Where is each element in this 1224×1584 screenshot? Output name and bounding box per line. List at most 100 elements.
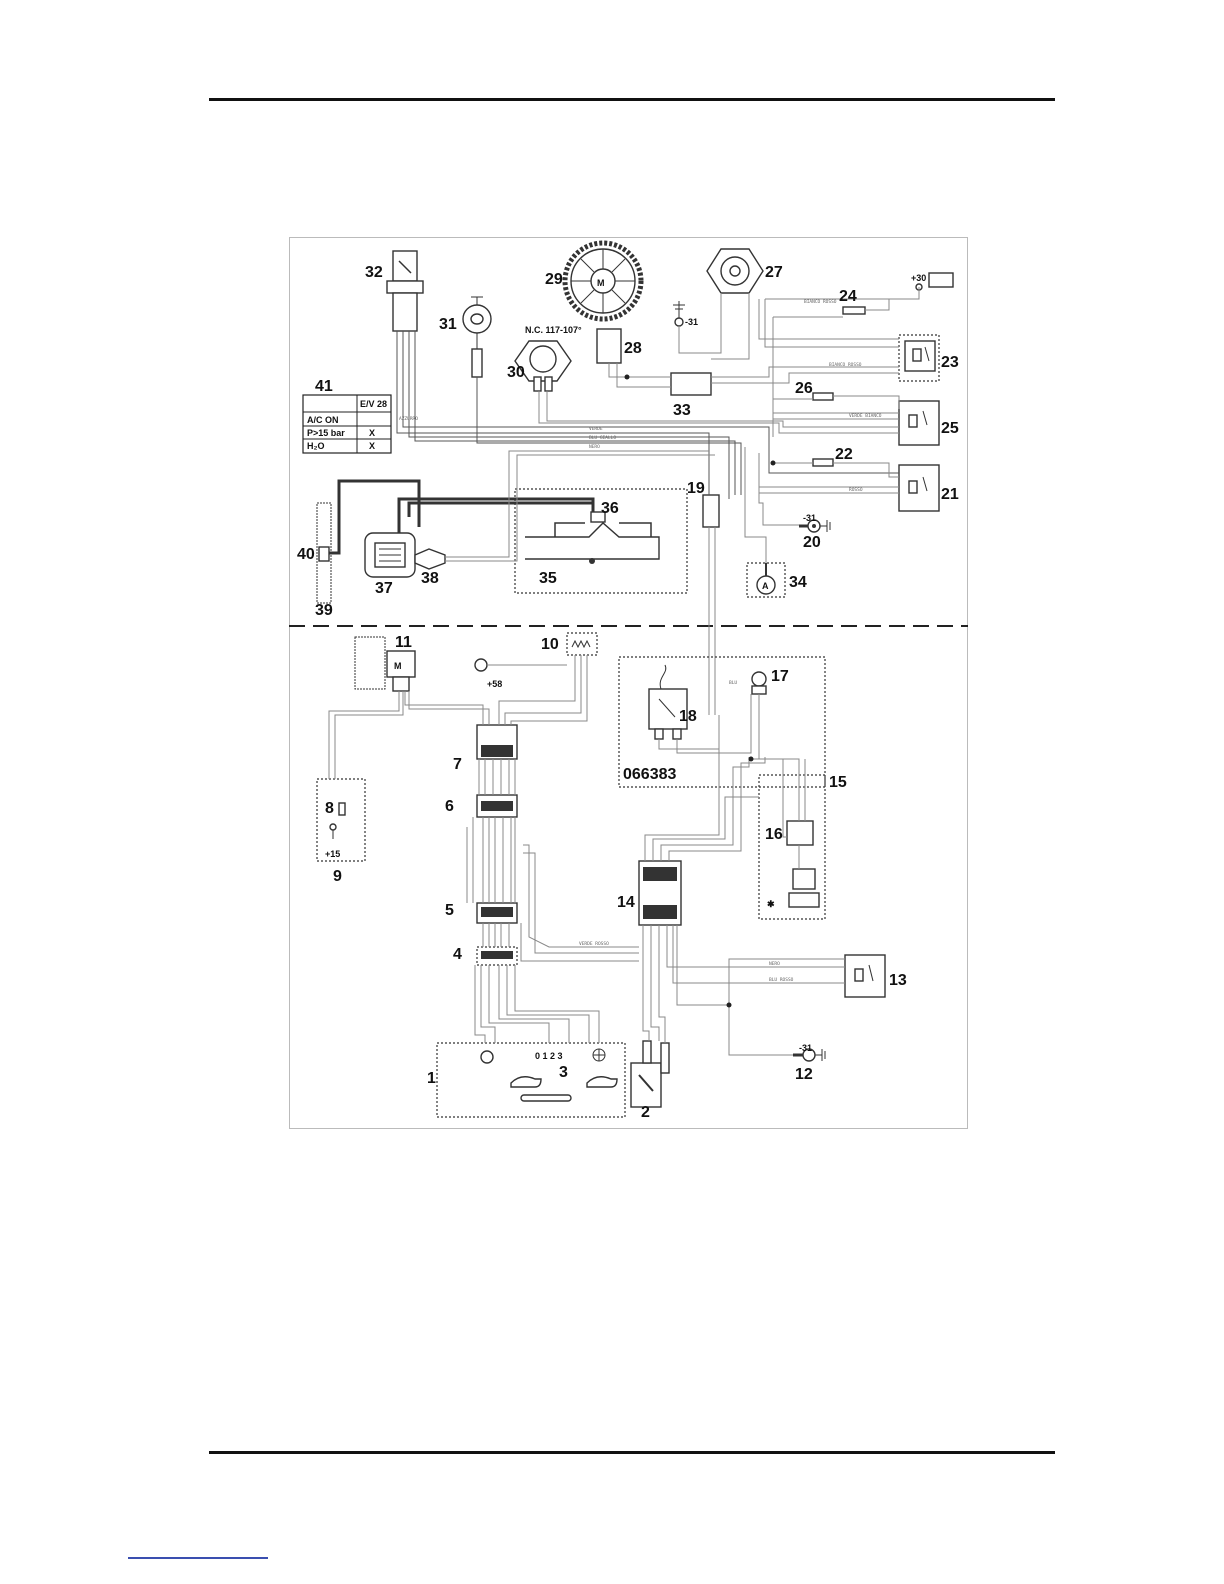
label-9: 9 [333,868,342,885]
table-41-row-1: A/C ON [307,415,339,425]
label-35: 35 [539,570,557,587]
sensor-31 [462,296,492,378]
wire-label-7: ROSSO [849,487,863,493]
connector-28 [596,328,622,364]
label-17: 17 [771,668,789,685]
label-34: 34 [789,574,807,591]
label-18: 18 [679,708,697,725]
svg-text:M: M [394,661,402,671]
wire-label-9: NERO [769,961,780,967]
label-fan-speeds: 0 1 2 3 [535,1051,563,1061]
table-41-row-3: H₂O [307,441,325,451]
relay-13 [844,954,886,998]
ammeter-34 [746,562,786,598]
wire-label-10: BLU ROSSO [769,977,794,983]
wire-label-8: VERDE ROSSO [579,941,609,947]
label-38: 38 [421,570,439,587]
label-28: 28 [624,340,642,357]
ground-20 [799,519,831,533]
connector-7 [476,724,518,760]
header-rule [209,98,1055,101]
label-39: 39 [315,602,333,619]
label-24: 24 [839,288,857,305]
group-15: ✱ [758,774,826,920]
wire-label-1: VERDE [589,426,603,432]
valve-36 [590,511,606,523]
relay-21 [898,464,940,512]
resistor-10 [566,632,598,656]
table-41: E/V 28 A/C ON P>15 bar H₂O X X [302,394,392,454]
svg-text:M: M [597,278,605,288]
bottom-wiring [328,655,845,1056]
wire-label-2: NERO [589,444,600,450]
wire-label-5: BIANCO ROSSO [804,299,837,305]
wire-label-6: VERDE BIANCO [849,413,882,419]
wire-label-3: BLU GIALLO [589,435,616,441]
control-panel-1 [436,1042,626,1118]
label-lights: +58 [487,679,502,689]
footer-link-underline[interactable] [128,1557,268,1559]
label-30: 30 [507,364,525,381]
label-33: 33 [673,402,691,419]
wire-label-12: AZZURRO [399,416,418,422]
label-11: 11 [395,634,412,651]
relay-25 [898,400,940,446]
lamp-58 [474,658,567,672]
label-14: 14 [617,894,635,911]
label-battery: +30 [911,273,926,283]
temperature-switch-30 [514,340,572,392]
fuse-22 [812,458,834,467]
label-25: 25 [941,420,959,437]
label-6: 6 [445,798,454,815]
label-32: 32 [365,264,383,281]
fan-motor-29: M [562,240,644,322]
battery-icon [915,272,954,291]
label-20: 20 [803,534,821,551]
label-27: 27 [765,264,783,281]
label-5: 5 [445,902,454,919]
label-2: 2 [641,1104,650,1121]
wire-label-4: BIANCO ROSSO [829,362,862,368]
label-7: 7 [453,756,462,773]
label-26: 26 [795,380,813,397]
label-1: 1 [427,1070,436,1087]
label-16: 16 [765,826,783,843]
label-37: 37 [375,580,393,597]
ground-12 [793,1048,826,1062]
wire-color-labels: VERDE NERO BLU GIALLO BIANCO ROSSO BIANC… [399,299,882,983]
label-3: 3 [559,1064,568,1081]
label-4: 4 [453,946,462,963]
pressure-switch-32 [386,250,424,332]
relay-23 [898,334,940,382]
label-36: 36 [601,500,619,517]
label-29: 29 [545,271,563,288]
wiring-diagram: M [289,237,968,1129]
fuse-24 [842,306,866,315]
wire-label-11: BLU [729,680,737,686]
label-ground-20: -31 [803,513,816,523]
footer-rule [209,1451,1055,1454]
connector-19 [702,494,720,528]
module-066383 [618,656,826,788]
connector-4 [476,946,518,966]
label-31: 31 [439,316,457,333]
label-ground-top: -31 [685,317,698,327]
table-41-header: E/V 28 [360,399,387,409]
blower-motor-11: M [354,636,416,692]
connector-5 [476,902,518,924]
sensor-38 [414,548,446,570]
label-ammeter: A [762,581,769,591]
evaporator-35 [514,488,688,594]
ignition-group-9 [316,778,366,862]
table-41-mark-2: X [369,428,375,438]
table-41-mark-3: X [369,441,375,451]
label-nc-temp: N.C. 117-107° [525,325,582,335]
sensor-17 [751,671,767,695]
connector-33 [670,372,712,396]
label-41: 41 [315,378,333,395]
label-21: 21 [941,486,959,503]
label-15: 15 [829,774,847,791]
label-10: 10 [541,636,559,653]
label-8: 8 [325,800,334,817]
label-part-code: 066383 [623,766,676,783]
